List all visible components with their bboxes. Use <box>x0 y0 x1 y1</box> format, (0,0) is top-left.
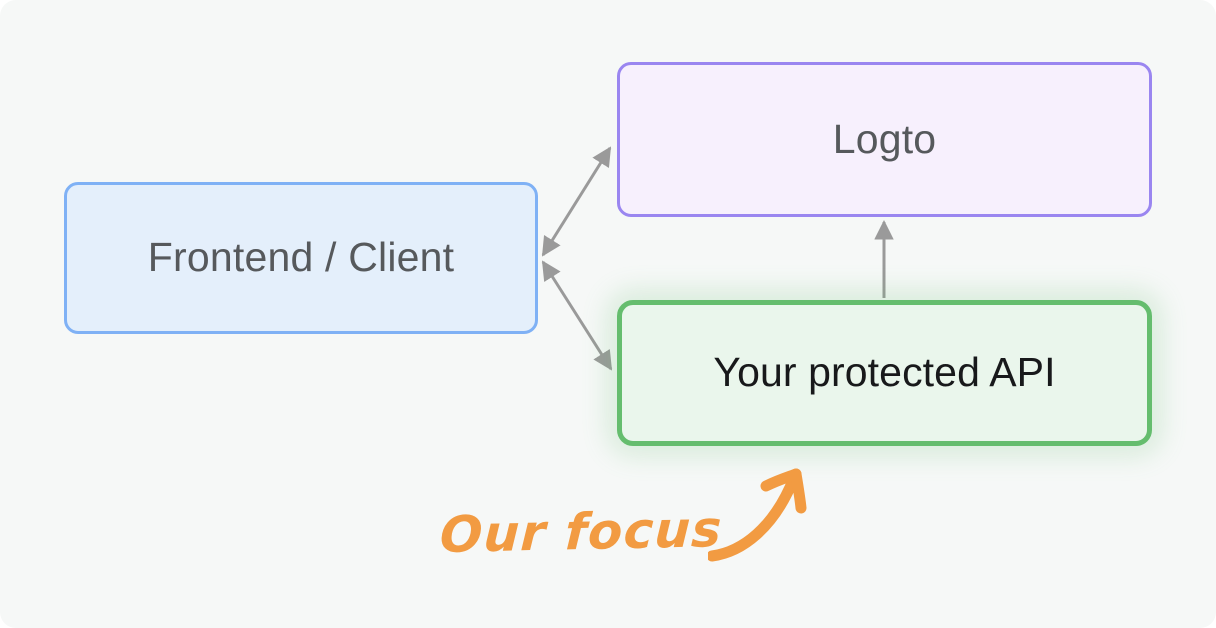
node-logto-label: Logto <box>832 115 937 162</box>
node-your-protected-api-label: Your protected API <box>713 349 1056 396</box>
focus-annotation-label: Our focus <box>438 500 724 564</box>
focus-annotation-arrow-icon <box>708 468 807 562</box>
edge-frontend-logto <box>541 146 612 257</box>
node-your-protected-api[interactable]: Your protected API <box>617 300 1152 446</box>
node-frontend-client-label: Frontend / Client <box>147 234 455 281</box>
edge-frontend-api <box>541 260 613 371</box>
node-frontend-client[interactable]: Frontend / Client <box>64 182 538 334</box>
node-logto[interactable]: Logto <box>617 62 1152 217</box>
focus-annotation: Our focus <box>438 496 730 574</box>
